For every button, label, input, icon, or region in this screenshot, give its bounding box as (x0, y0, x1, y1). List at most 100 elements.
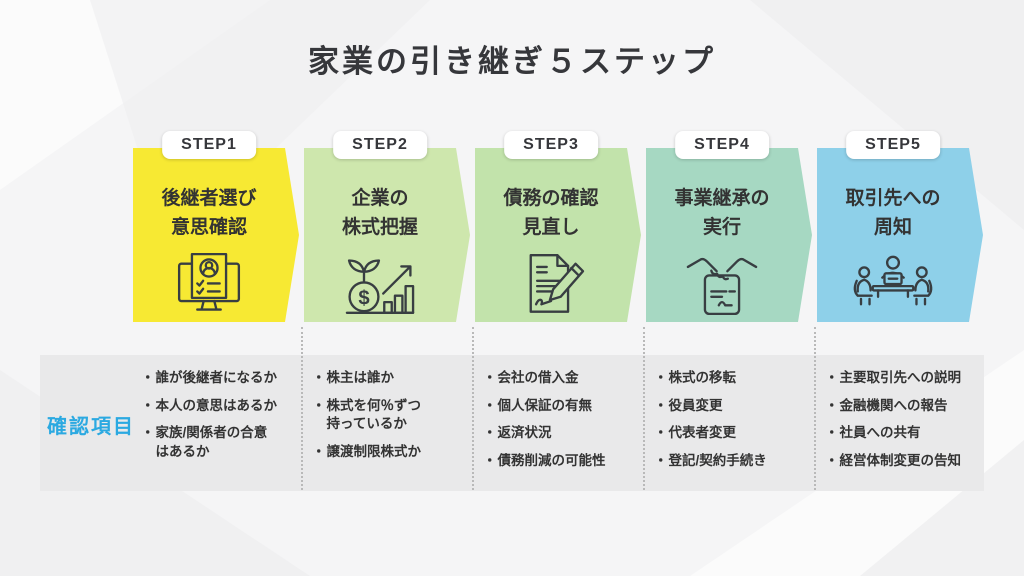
step-badge: STEP1 (162, 131, 256, 159)
list-item: ・債務削減の可能性 (483, 452, 641, 471)
bullet: ・ (825, 397, 839, 413)
list-item: ・個人保証の有無 (483, 397, 641, 416)
step-title-line: 企業の (351, 188, 409, 209)
bullet: ・ (141, 425, 155, 441)
list-item-text: 譲渡制限株式か (326, 443, 422, 459)
monitor-profile-icon (167, 252, 251, 316)
bullet: ・ (825, 370, 839, 385)
step-chevron (817, 148, 983, 322)
list-item: ・経営体制変更の告知 (825, 452, 983, 471)
list-item: ・主要取引先への説明 (825, 369, 983, 388)
list-item: ・返済状況 (483, 424, 641, 443)
column-separator (643, 327, 645, 490)
step-block-step3: STEP3 債務の確認 見直し (475, 131, 641, 322)
step-title-line: 取引先への (845, 188, 941, 209)
list-item: ・株主は誰か (312, 369, 470, 388)
list-item-text: 経営体制変更の告知 (839, 452, 962, 468)
bullet: ・ (825, 425, 839, 441)
list-item-text: 社員への共有 (839, 425, 921, 441)
step-title: 債務の確認 見直し (475, 184, 627, 243)
list-item-text: 役員変更 (668, 397, 723, 413)
bullet: ・ (141, 370, 155, 385)
confirm-column-1: ・誰が後継者になるか ・本人の意思はあるか ・家族/関係者の合意 はあるか (141, 369, 299, 471)
handshake-icon (680, 252, 764, 316)
bullet: ・ (312, 397, 326, 413)
step-title-line: 事業継承の (674, 188, 770, 209)
bullet: ・ (483, 370, 497, 385)
step-chevron (304, 148, 470, 322)
list-item-text: 株主は誰か (326, 370, 395, 385)
confirm-label: 確認項目 (47, 416, 135, 438)
list-item-text: 代表者変更 (668, 425, 737, 441)
confirm-column-5: ・主要取引先への説明 ・金融機関への報告 ・社員への共有 ・経営体制変更の告知 (825, 369, 983, 480)
bullet: ・ (483, 397, 497, 413)
confirm-column-3: ・会社の借入金 ・個人保証の有無 ・返済状況 ・債務削減の可能性 (483, 369, 641, 480)
list-item-text: 債務削減の可能性 (497, 452, 606, 468)
step-title-line: 後継者選び (161, 188, 257, 209)
bullet: ・ (312, 443, 326, 459)
step-badge: STEP2 (333, 131, 427, 159)
step-title: 取引先への 周知 (817, 184, 969, 243)
list-item: ・役員変更 (654, 397, 812, 416)
page-title: 家業の引き継ぎ５ステップ (308, 44, 716, 79)
bullet: ・ (654, 425, 668, 441)
list-item: ・株式を何％ずつ 持っているか (312, 397, 470, 434)
step-title-line: 意思確認 (170, 217, 247, 239)
bullet: ・ (483, 452, 497, 468)
step-title-line: 株式把握 (341, 217, 418, 239)
step-block-step4: STEP4 事業継承の 実行 (646, 131, 812, 322)
column-separator (472, 327, 474, 490)
confirm-band (40, 355, 984, 491)
steps-row: STEP1 後継者選び 意思確認 STEP (133, 131, 983, 322)
bullet: ・ (312, 370, 326, 385)
confirm-column-2: ・株主は誰か ・株式を何％ずつ 持っているか ・譲渡制限株式か (312, 369, 470, 471)
step-title: 企業の 株式把握 (304, 184, 456, 243)
list-item-text: 株式の移転 (668, 370, 737, 385)
step-title: 後継者選び 意思確認 (133, 184, 285, 243)
bullet: ・ (141, 397, 155, 413)
list-item: ・社員への共有 (825, 424, 983, 443)
list-item-text: 返済状況 (497, 425, 552, 441)
step-title: 事業継承の 実行 (646, 184, 798, 243)
bullet: ・ (654, 370, 668, 385)
step-block-step2: STEP2 企業の 株式把握 $ (304, 131, 470, 322)
step-badge: STEP5 (846, 131, 940, 159)
list-item-text: 個人保証の有無 (497, 397, 593, 413)
bullet: ・ (654, 397, 668, 413)
step-block-step1: STEP1 後継者選び 意思確認 (133, 131, 299, 322)
step-title-line: 実行 (702, 217, 741, 239)
list-item: ・登記/契約手続き (654, 452, 812, 471)
step-title-line: 周知 (873, 217, 912, 239)
list-item-text: 家族/関係者の合意 はあるか (155, 425, 268, 459)
list-item-text: 誰が後継者になるか (155, 370, 278, 385)
list-item-text: 登記/契約手続き (668, 452, 767, 468)
list-item: ・株式の移転 (654, 369, 812, 388)
list-item: ・譲渡制限株式か (312, 443, 470, 462)
column-separator (814, 327, 816, 490)
list-item: ・本人の意思はあるか (141, 397, 299, 416)
confirm-column-4: ・株式の移転 ・役員変更 ・代表者変更 ・登記/契約手続き (654, 369, 812, 480)
list-item-text: 株式を何％ずつ 持っているか (326, 397, 422, 432)
step-title-line: 債務の確認 (503, 188, 599, 209)
list-item-text: 主要取引先への説明 (839, 370, 962, 385)
step-block-step5: STEP5 取引先への 周知 (817, 131, 983, 322)
list-item: ・金融機関への報告 (825, 397, 983, 416)
list-item-text: 会社の借入金 (497, 370, 579, 385)
step-badge: STEP4 (675, 131, 769, 159)
list-item: ・家族/関係者の合意 はあるか (141, 424, 299, 461)
list-item-text: 本人の意思はあるか (155, 397, 278, 413)
svg-text:$: $ (358, 287, 369, 309)
column-separator (301, 327, 303, 490)
list-item: ・誰が後継者になるか (141, 369, 299, 388)
list-item-text: 金融機関への報告 (839, 397, 948, 413)
step-title-line: 見直し (522, 217, 580, 239)
bullet: ・ (825, 452, 839, 468)
list-item: ・代表者変更 (654, 424, 812, 443)
money-growth-icon: $ (338, 252, 422, 316)
bullet: ・ (483, 425, 497, 441)
list-item: ・会社の借入金 (483, 369, 641, 388)
contract-sign-icon (509, 252, 593, 316)
meeting-icon (851, 252, 935, 316)
step-badge: STEP3 (504, 131, 598, 159)
